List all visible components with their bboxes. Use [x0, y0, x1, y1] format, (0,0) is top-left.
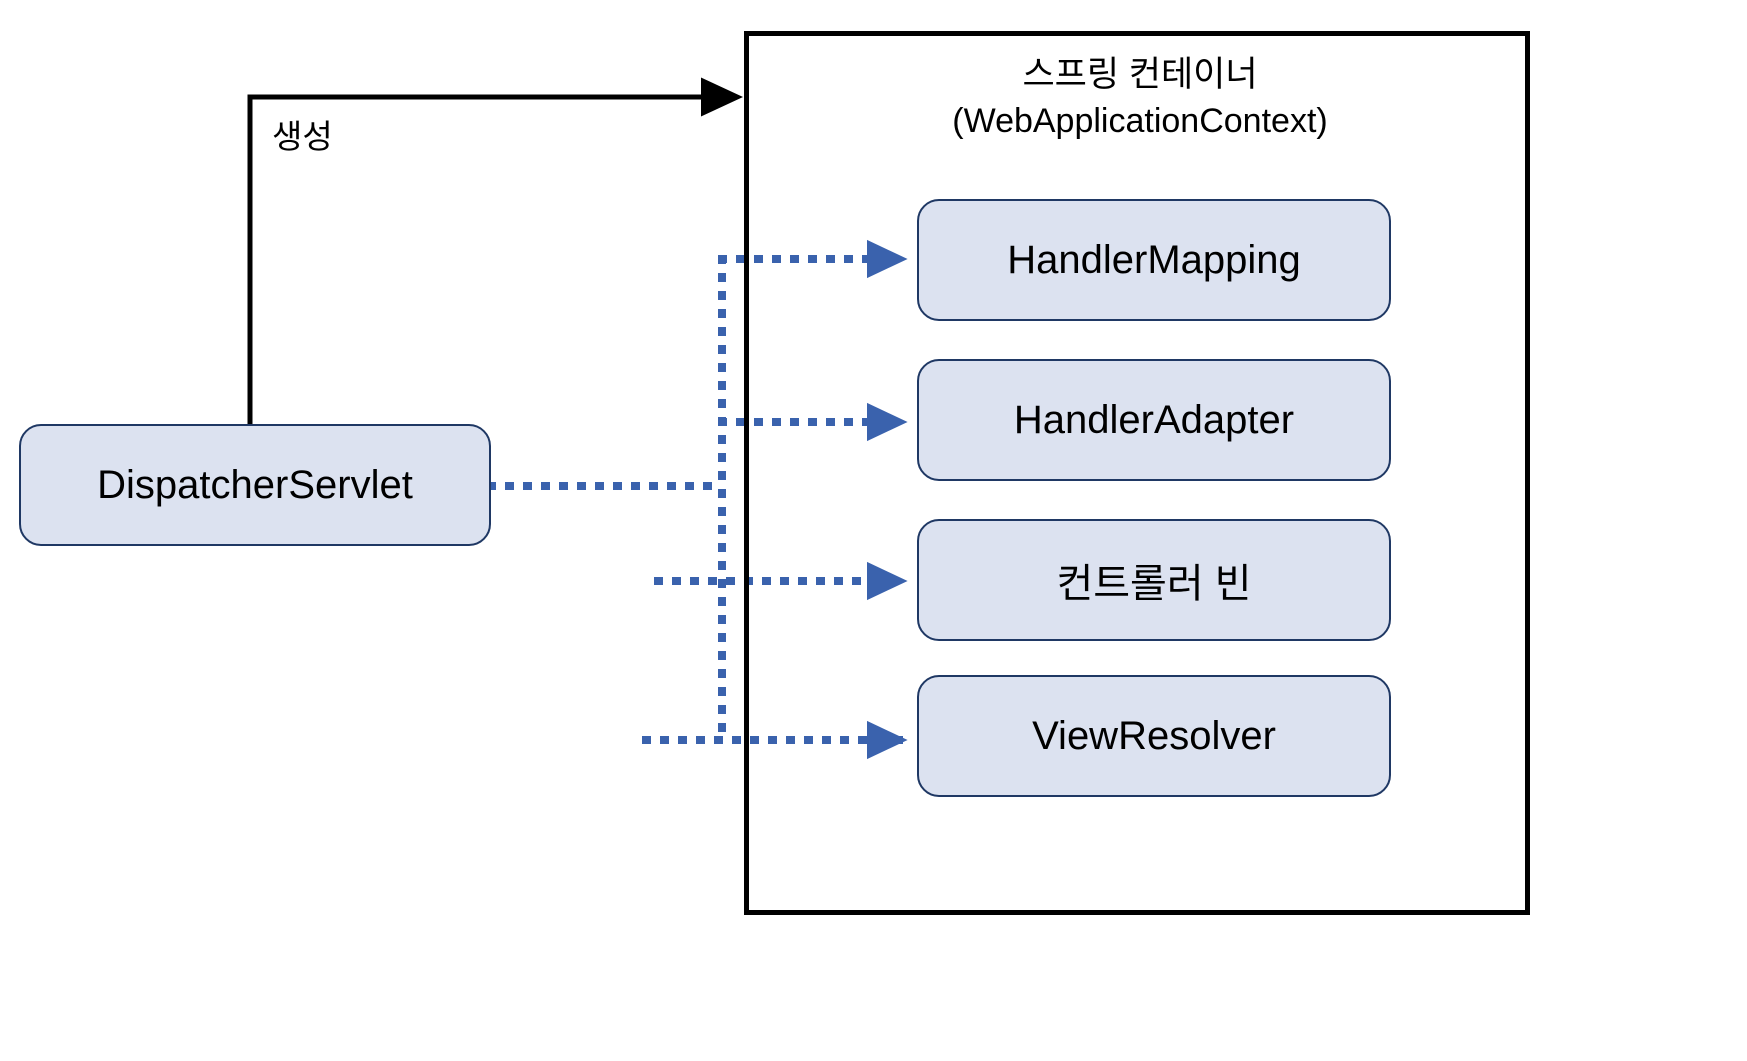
bean-box-handlermapping[interactable]: HandlerMapping	[917, 199, 1391, 321]
bean-label: HandlerMapping	[1007, 237, 1301, 282]
create-edge-label: 생성	[272, 118, 333, 155]
bean-box-handleradapter[interactable]: HandlerAdapter	[917, 359, 1391, 481]
spring-container-title-line2: (WebApplicationContext)	[952, 102, 1328, 140]
spring-container-title: 스프링 컨테이너 (WebApplicationContext)	[760, 52, 1520, 144]
dispatcher-servlet-label: DispatcherServlet	[97, 462, 413, 507]
bean-label: HandlerAdapter	[1013, 397, 1295, 442]
bean-box-controller-bean[interactable]: 컨트롤러 빈	[917, 519, 1391, 641]
spring-container-frame	[744, 31, 1530, 915]
bean-label: 컨트롤러 빈	[1056, 562, 1252, 606]
bean-box-viewresolver[interactable]: ViewResolver	[917, 675, 1391, 797]
spring-container-title-line1: 스프링 컨테이너	[1022, 55, 1258, 94]
bean-label: ViewResolver	[1032, 713, 1276, 758]
dispatcher-servlet-box[interactable]: DispatcherServlet	[19, 424, 491, 546]
